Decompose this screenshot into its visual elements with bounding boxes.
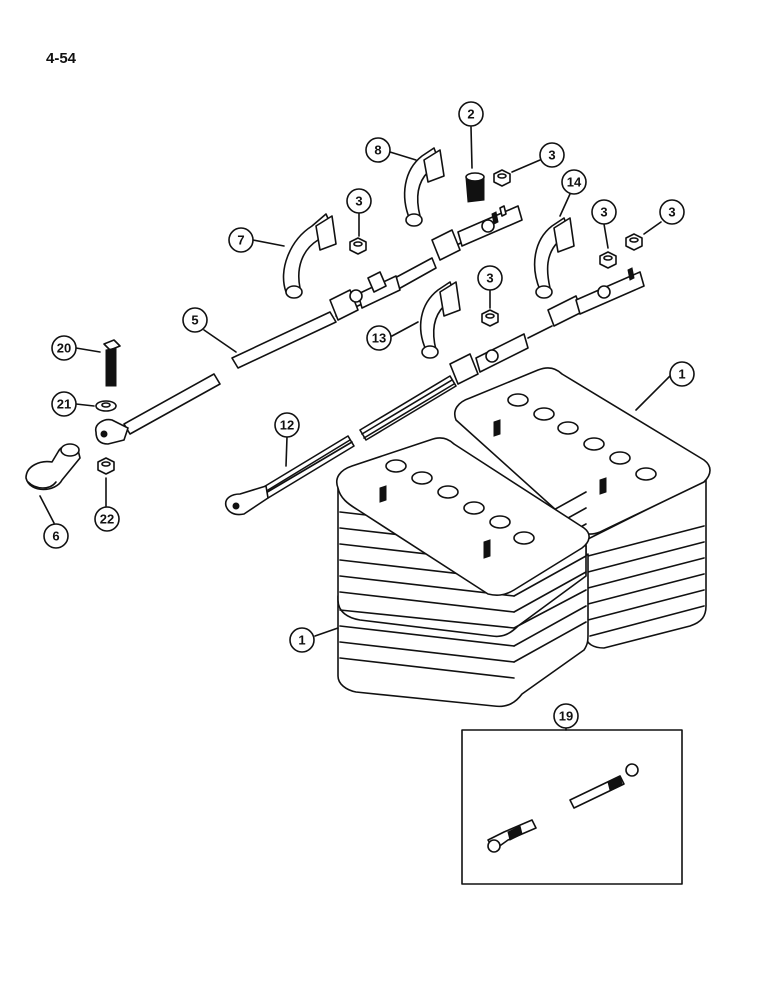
battery-rear (454, 367, 711, 649)
callout: 3 (539, 142, 565, 168)
callout-label: 13 (372, 331, 386, 346)
nut-3-e (481, 309, 499, 327)
callout: 3 (346, 188, 372, 214)
callout: 3 (477, 265, 503, 291)
callout-label: 8 (374, 143, 381, 158)
page-number: 4-54 (46, 50, 77, 67)
callout: 3 (659, 199, 685, 225)
terminal-boot-6 (25, 443, 81, 491)
callout-label: 3 (548, 148, 555, 163)
bolt-20 (103, 339, 121, 387)
callout: 21 (51, 391, 77, 417)
callout-label: 7 (237, 233, 244, 248)
callout: 5 (182, 307, 208, 333)
leader-lines (39, 126, 671, 731)
detail-box-19 (461, 729, 683, 885)
callout-label: 20 (57, 341, 71, 356)
callout: 14 (561, 169, 587, 195)
terminal-clamp-left (329, 271, 401, 321)
terminal-clamp-lower (449, 267, 645, 385)
callout-label: 3 (355, 194, 362, 209)
callout: 13 (366, 325, 392, 351)
callout: 2 (458, 101, 484, 127)
callout: 8 (365, 137, 391, 163)
nut-3-b (349, 237, 367, 255)
callout-label: 1 (678, 367, 685, 382)
callout-label: 3 (600, 205, 607, 220)
callout: 19 (553, 703, 579, 729)
insulator-boot-8 (403, 147, 445, 227)
washer-21 (95, 400, 117, 412)
cable-lug-5 (94, 418, 129, 445)
callout-label: 22 (100, 512, 114, 527)
callout-label: 6 (52, 529, 59, 544)
cable-lug-12 (224, 485, 269, 516)
callout-label: 2 (467, 107, 474, 122)
callout-label: 12 (280, 418, 294, 433)
callout-label: 3 (486, 271, 493, 286)
insulator-boot-14 (533, 217, 575, 299)
insulator-boot-7 (282, 213, 337, 299)
callout-label: 1 (298, 633, 305, 648)
nut-3-a (493, 169, 511, 187)
callout-label: 5 (191, 313, 198, 328)
callout-label: 14 (567, 175, 582, 190)
callout: 6 (43, 523, 69, 549)
nut-3-c (599, 251, 617, 269)
cable-12 (261, 375, 457, 499)
cable-5 (123, 237, 471, 435)
terminal-clamp-right-upper (431, 205, 523, 261)
terminal-post-2 (465, 172, 485, 203)
callout: 1 (289, 627, 315, 653)
callout: 12 (274, 412, 300, 438)
callout-label: 21 (57, 397, 71, 412)
nut-3-d (625, 233, 643, 251)
callout: 1 (669, 361, 695, 387)
callout: 7 (228, 227, 254, 253)
callout-label: 3 (668, 205, 675, 220)
callout-label: 19 (559, 709, 573, 724)
battery-front (336, 437, 590, 708)
callout: 22 (94, 506, 120, 532)
insulator-boot-13 (419, 281, 461, 359)
callout: 20 (51, 335, 77, 361)
callout: 3 (591, 199, 617, 225)
nut-22 (97, 457, 115, 475)
